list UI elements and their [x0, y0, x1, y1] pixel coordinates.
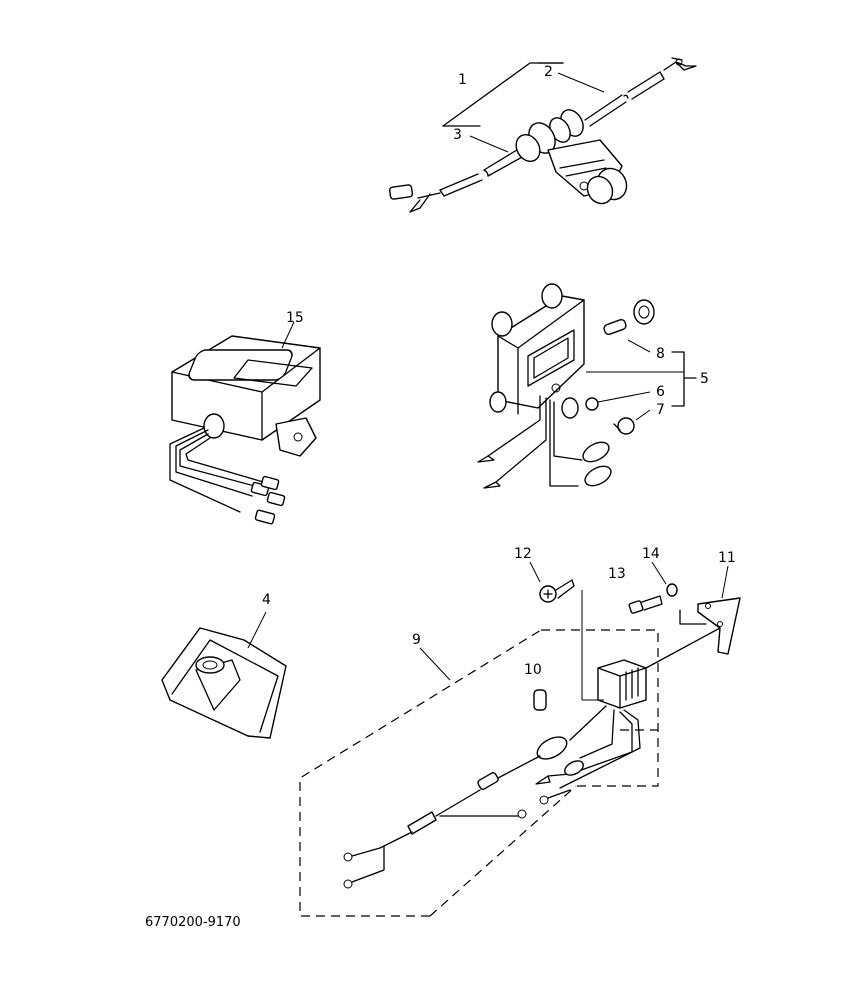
callout-12: 12 [514, 546, 532, 562]
callout-1: 1 [458, 72, 467, 88]
callout-11: 11 [718, 550, 736, 566]
fasteners [539, 579, 741, 701]
callout-3: 3 [453, 127, 462, 143]
leader-11 [721, 565, 729, 599]
callout-2: 2 [544, 64, 553, 80]
cable-assembly [388, 57, 697, 213]
callout-5: 5 [700, 371, 709, 387]
callout-14: 14 [642, 546, 660, 562]
leader-9 [419, 647, 451, 681]
leader-4 [247, 611, 267, 649]
callout-4: 4 [262, 592, 271, 608]
callout-6: 6 [656, 384, 665, 400]
callout-7: 7 [656, 402, 665, 418]
leader-12 [529, 561, 541, 583]
callout-8: 8 [656, 346, 665, 362]
bezel-4 [161, 627, 287, 739]
leader-15 [281, 321, 295, 349]
box-assembly-5 [477, 283, 655, 489]
unit-15 [169, 335, 321, 525]
regulator-kit [343, 659, 647, 889]
drawing-code: 6770200-9170 [145, 915, 241, 930]
callout-bracket-5 [671, 351, 697, 407]
callout-9: 9 [412, 632, 421, 648]
callout-13: 13 [608, 566, 626, 582]
callout-10: 10 [524, 662, 542, 678]
callout-15: 15 [286, 310, 304, 326]
leader-14 [651, 561, 667, 585]
